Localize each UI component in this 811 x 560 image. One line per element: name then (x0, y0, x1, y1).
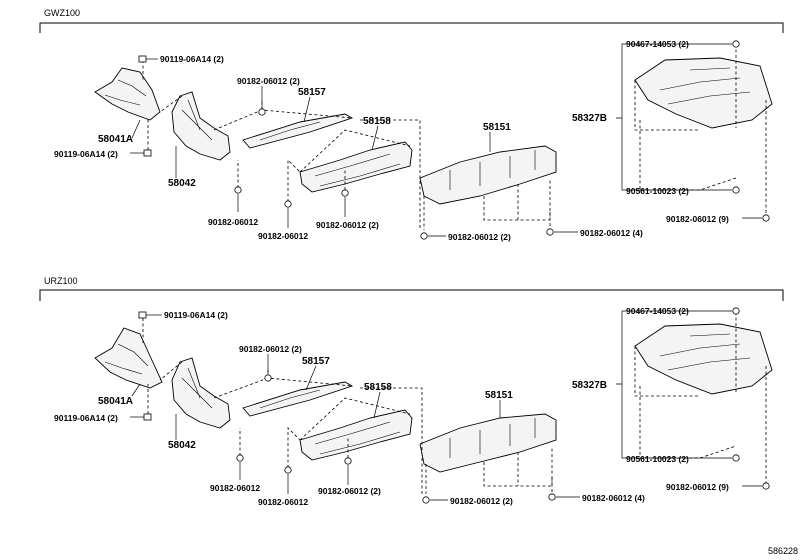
label-screw-top: 90467-14053 (2) (626, 39, 689, 49)
nut-icon (762, 482, 770, 490)
part-58041a-shape (94, 67, 161, 121)
part-58042-shape (171, 357, 231, 429)
nut-icon (236, 454, 244, 462)
clip-icon (143, 149, 152, 157)
nut-icon (762, 214, 770, 222)
nut-icon (234, 186, 242, 194)
bolt-icon (732, 186, 740, 194)
part-58041a-shape (94, 327, 163, 389)
label-screw-top: 90467-14053 (2) (626, 306, 689, 316)
section-bracket (39, 289, 784, 301)
section-title: GWZ100 (44, 8, 80, 18)
label-58158: 58158 (364, 382, 392, 393)
section-bracket (39, 22, 784, 33)
screw-icon (732, 40, 740, 48)
nut-icon (420, 232, 428, 240)
label-nut-58158-bottom: 90182-06012 (2) (318, 486, 381, 496)
section-title: URZ100 (44, 276, 78, 286)
part-58151-shape (419, 145, 557, 205)
label-58157: 58157 (302, 356, 330, 367)
clip-icon (138, 55, 147, 63)
label-58151: 58151 (483, 122, 511, 133)
clip-icon (143, 413, 152, 421)
part-58327b-shape (634, 57, 773, 129)
part-58327b-shape (634, 323, 773, 395)
nut-icon (258, 108, 266, 116)
label-clip-bottom: 90119-06A14 (2) (54, 413, 118, 423)
label-nut-58151-left: 90182-06012 (2) (448, 232, 511, 242)
label-58151: 58151 (485, 390, 513, 401)
label-clip-top: 90119-06A14 (2) (164, 310, 228, 320)
nut-icon (422, 496, 430, 504)
nut-icon (264, 374, 272, 382)
label-58042: 58042 (168, 440, 196, 451)
nut-icon (284, 466, 292, 474)
nut-icon (284, 200, 292, 208)
label-nut-58151-right: 90182-06012 (4) (582, 493, 645, 503)
leader-lines (130, 43, 762, 237)
assembly-lines (142, 44, 767, 230)
section-gwz100: GWZ100 (39, 8, 784, 242)
nut-icon (341, 189, 349, 197)
label-nut-58158-bottom: 90182-06012 (2) (316, 220, 379, 230)
label-58157: 58157 (298, 87, 326, 98)
label-nut-58151-left: 90182-06012 (2) (450, 496, 513, 506)
fasteners (138, 307, 770, 504)
label-clip-top: 90119-06A14 (2) (160, 54, 224, 64)
label-bolt-right: 90561-10023 (2) (626, 454, 689, 464)
bolt-icon (732, 454, 740, 462)
label-nut-58042-bottom: 90182-06012 (208, 217, 258, 227)
label-clip-bottom: 90119-06A14 (2) (54, 149, 118, 159)
label-nut-58151-right: 90182-06012 (4) (580, 228, 643, 238)
label-58158: 58158 (363, 116, 391, 127)
label-nut-58157-top: 90182-06012 (2) (237, 76, 300, 86)
nut-icon (344, 457, 352, 465)
label-nut-right: 90182-06012 (9) (666, 214, 729, 224)
label-58327b: 58327B (572, 113, 607, 124)
part-58158-shape (299, 409, 413, 461)
clip-icon (138, 311, 147, 319)
part-58157-shape (242, 381, 354, 417)
label-nut-58157-top: 90182-06012 (2) (239, 344, 302, 354)
label-58327b: 58327B (572, 380, 607, 391)
nut-icon (548, 493, 556, 501)
part-58151-shape (419, 413, 557, 473)
label-bolt-right: 90561-10023 (2) (626, 186, 689, 196)
label-nut-58157-bottom: 90182-06012 (258, 497, 308, 507)
label-nut-58042-bottom: 90182-06012 (210, 483, 260, 493)
section-urz100: URZ100 (39, 276, 784, 507)
fasteners (138, 40, 770, 240)
part-58158-shape (299, 141, 413, 193)
diagram-id: 586228 (768, 546, 798, 556)
screw-icon (732, 307, 740, 315)
label-58041a: 58041A (98, 396, 133, 407)
leader-lines (130, 310, 762, 501)
nut-icon (546, 228, 554, 236)
part-58157-shape (242, 113, 354, 149)
label-58042: 58042 (168, 178, 196, 189)
label-58041a: 58041A (98, 134, 133, 145)
label-nut-58157-bottom: 90182-06012 (258, 231, 308, 241)
label-nut-right: 90182-06012 (9) (666, 482, 729, 492)
part-58042-shape (171, 91, 231, 161)
